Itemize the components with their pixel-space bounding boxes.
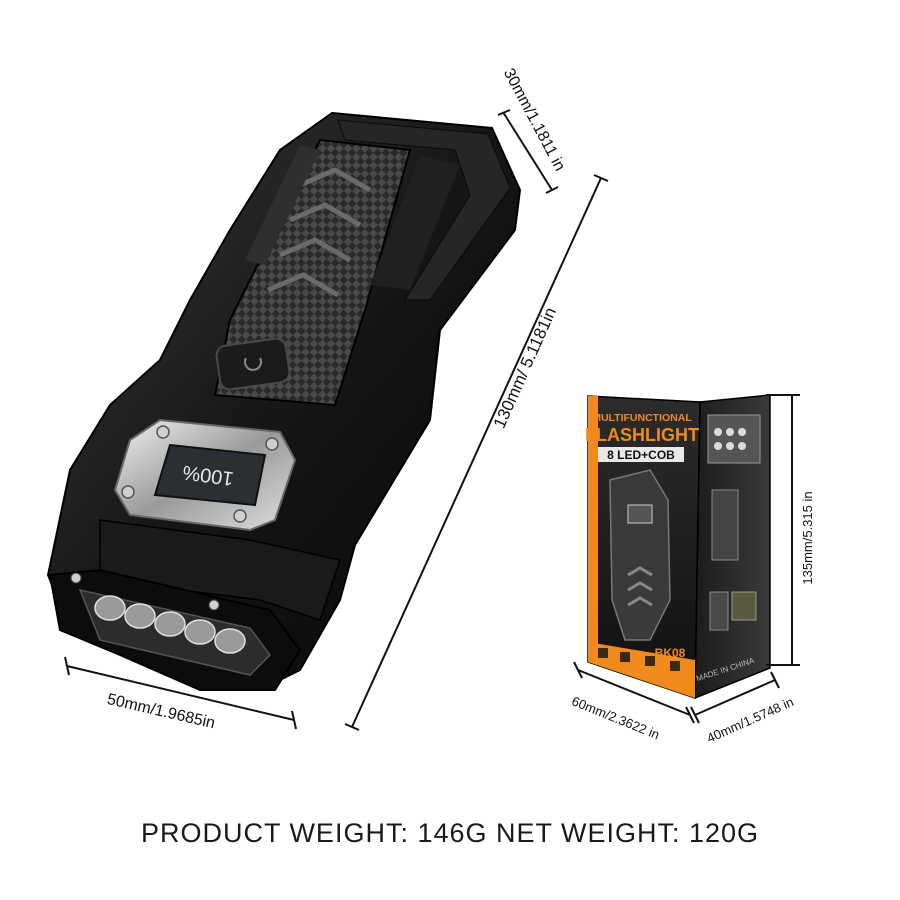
flashlight-length-label: 130mm/ 5.1181in bbox=[490, 304, 560, 431]
box-flashlight-chevrons bbox=[627, 566, 653, 607]
dimension-lines-box bbox=[573, 394, 800, 724]
box-feature-icons bbox=[598, 648, 680, 671]
box-orange-edge bbox=[588, 396, 598, 665]
box-side-image-4 bbox=[731, 591, 757, 621]
power-icon bbox=[244, 357, 262, 371]
box-side-image-3 bbox=[709, 591, 729, 631]
side-button[interactable] bbox=[215, 337, 291, 391]
box-title-line1: MULTIFUNCTIONAL bbox=[592, 412, 692, 424]
head-screws bbox=[70, 572, 220, 611]
box-depth-label: 40mm/1.5748 in bbox=[705, 694, 796, 746]
box-subtitle: 8 LED+COB bbox=[607, 448, 675, 462]
box-title-line2: FLASHLIGHT bbox=[585, 425, 699, 445]
retail-box: MULTIFUNCTIONAL FLASHLIGHT 8 LED+COB bbox=[585, 394, 771, 700]
grip-dots-right bbox=[370, 155, 460, 290]
screws bbox=[121, 425, 279, 523]
box-height-label: 135mm/5.315 in bbox=[800, 491, 815, 584]
flashlight: 100% bbox=[46, 111, 522, 692]
display-screen bbox=[153, 443, 267, 507]
box-model: BK08 bbox=[655, 646, 686, 660]
chevron-pattern bbox=[267, 167, 372, 298]
flashlight-depth-label: 30mm/1.1811 in bbox=[500, 66, 568, 174]
box-flashlight-screen bbox=[627, 504, 653, 524]
box-side-led-dots bbox=[714, 428, 746, 450]
box-icon-strip bbox=[588, 642, 695, 698]
grip-dots-left bbox=[245, 145, 320, 265]
dimension-lines-flashlight bbox=[64, 109, 609, 731]
flashlight-top-ridge bbox=[337, 119, 511, 301]
box-flashlight-image bbox=[609, 469, 671, 641]
box-side-image-2 bbox=[711, 489, 739, 561]
box-side-led-image bbox=[707, 414, 761, 464]
box-width-label: 60mm/2.3622 in bbox=[570, 693, 662, 742]
box-subtitle-badge bbox=[598, 447, 684, 462]
weight-info: PRODUCT WEIGHT: 146G NET WEIGHT: 120G bbox=[140, 818, 760, 848]
led-array bbox=[94, 595, 246, 654]
